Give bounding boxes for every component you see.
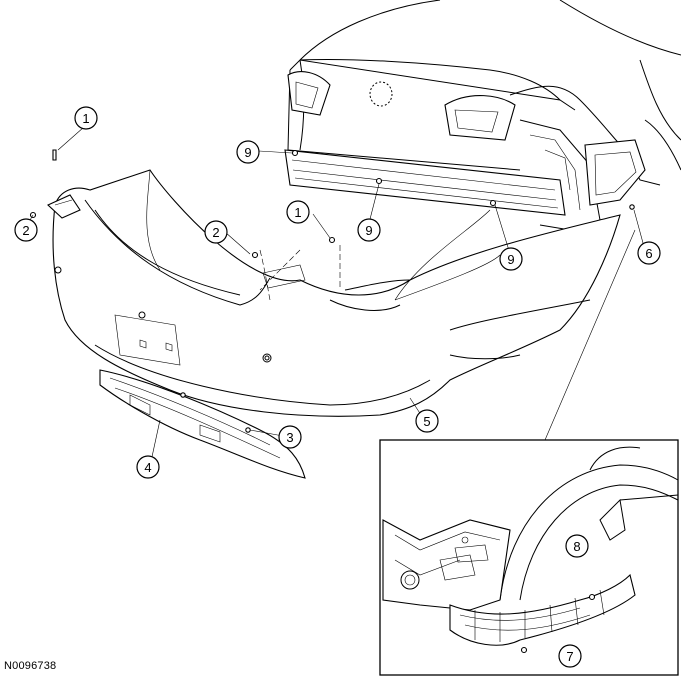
callout-1a: 1 [74,106,98,130]
svg-text:1: 1 [82,111,89,126]
svg-text:2: 2 [22,223,29,238]
callout-1b: 1 [286,200,310,224]
callout-9c: 9 [499,247,523,271]
svg-text:8: 8 [573,539,580,554]
callout-4: 4 [136,455,160,479]
callout-2a: 2 [14,218,38,242]
callout-8: 8 [565,534,589,558]
svg-text:3: 3 [286,430,293,445]
callout-9a: 9 [236,140,260,164]
callout-5: 5 [415,409,439,433]
figure-id: N0096738 [4,660,57,672]
callout-7: 7 [558,644,582,668]
callout-3: 3 [278,425,302,449]
detail-inset [379,439,679,676]
callout-9b: 9 [357,218,381,242]
svg-text:7: 7 [566,649,573,664]
svg-text:1: 1 [294,205,301,220]
svg-text:2: 2 [212,225,219,240]
left-upper-bracket [47,194,81,219]
svg-text:4: 4 [144,460,151,475]
svg-text:9: 9 [507,252,514,267]
vehicle-rear-body [284,0,681,231]
fasteners [29,149,635,433]
callout-2b: 2 [204,220,228,244]
svg-text:5: 5 [423,414,430,429]
callout-6: 6 [637,241,661,265]
bumper-cover [52,169,621,417]
svg-text:9: 9 [244,145,251,160]
svg-text:9: 9 [365,223,372,238]
lower-valance [99,369,306,479]
svg-text:6: 6 [645,246,652,261]
